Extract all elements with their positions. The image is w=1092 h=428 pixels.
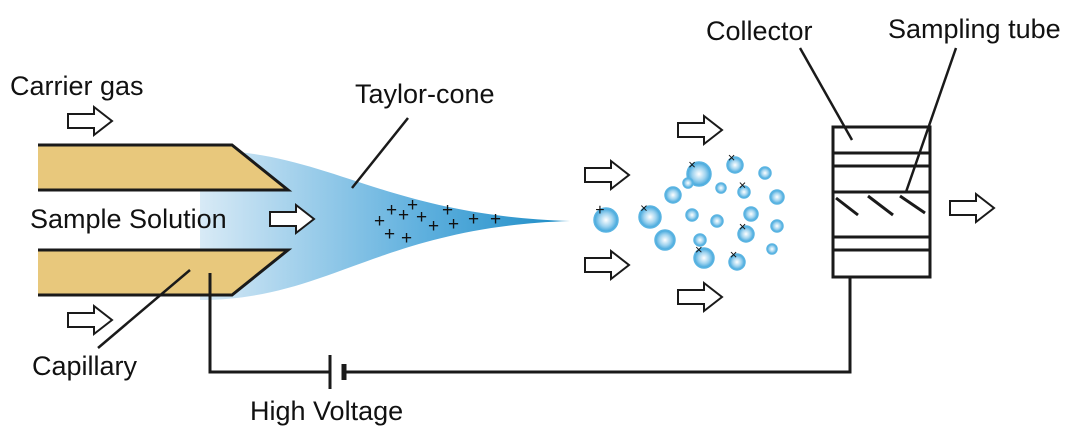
droplet-charge-mark: × [695,242,703,257]
droplet [693,233,707,247]
svg-text:+: + [398,205,409,226]
capillary-lower-wall [38,248,293,297]
droplet [686,161,712,187]
gas-arrow-2 [584,160,630,190]
droplet [743,206,759,222]
droplet [766,243,778,255]
svg-text:+: + [374,211,385,232]
droplet [710,214,724,228]
charged-droplets: +××××××× [593,150,785,271]
taylor-cone-shape [200,150,570,300]
droplet [737,225,755,243]
svg-text:+: + [442,200,453,221]
droplet-charge-mark: × [688,157,696,172]
svg-text:+: + [401,228,412,249]
cone-charges: + + + + + + + + + + + + [374,195,501,249]
droplet [664,186,682,204]
high-voltage-circuit [208,273,852,389]
capillary-label: Capillary [32,351,138,381]
droplet [638,205,662,229]
svg-text:+: + [384,224,395,245]
droplet [693,247,715,269]
exit-arrow [949,193,995,223]
capillary-upper-wall [38,143,293,192]
svg-text:+: + [386,200,397,221]
svg-text:+: + [407,195,418,216]
gas-arrow-4 [677,282,723,312]
droplet-charge-mark: × [739,178,747,193]
droplet [770,219,784,233]
carrier-gas-arrow-top [67,106,113,136]
svg-text:+: + [428,216,439,237]
droplet [737,185,751,199]
droplet [769,189,785,205]
carrier-gas-arrow-bottom [67,305,113,335]
carrier-gas-label: Carrier gas [10,71,144,101]
collector-assembly [831,125,932,279]
droplet [593,207,619,233]
gas-arrow-1 [677,115,723,145]
droplet-charge-mark: × [739,219,747,234]
high-voltage-label: High Voltage [250,396,403,426]
sampling-tube-label: Sampling tube [888,14,1061,44]
svg-text:+: + [490,209,501,230]
droplet-charge-mark: × [728,150,736,165]
droplet [682,177,694,189]
taylor-cone-label: Taylor-cone [355,79,495,109]
leader-lines [97,47,958,349]
droplet [758,166,772,180]
droplet [685,208,699,222]
sample-solution-label: Sample Solution [30,204,227,234]
droplet [654,229,676,251]
svg-text:+: + [416,207,427,228]
droplet-charge-mark: + [595,202,604,219]
droplet [728,253,746,271]
droplet-charge-mark: × [730,247,738,262]
svg-text:+: + [468,209,479,230]
droplet [715,182,727,194]
droplet [726,156,744,174]
collector-label: Collector [706,16,813,46]
gas-arrow-3 [584,250,630,280]
droplet-charge-mark: × [640,201,648,216]
svg-text:+: + [448,214,459,235]
